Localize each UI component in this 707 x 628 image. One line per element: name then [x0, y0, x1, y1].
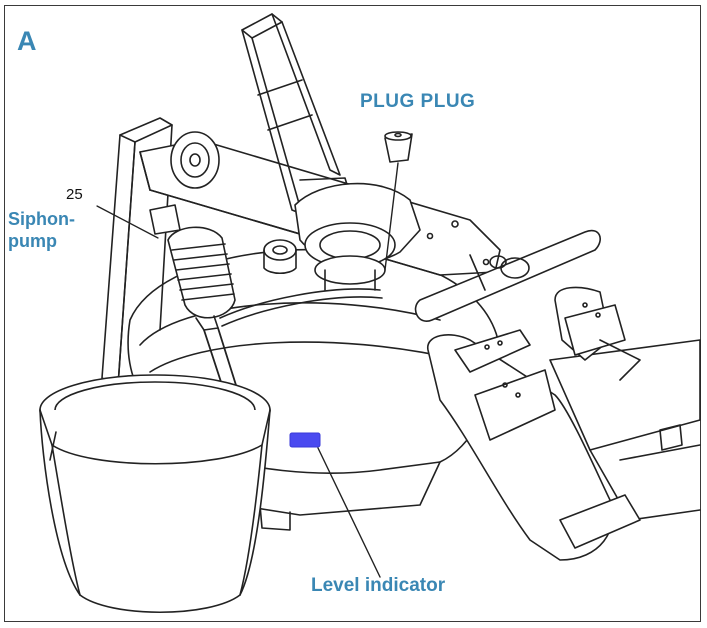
pulley-wheel [170, 131, 220, 189]
plug-leader-line [384, 162, 399, 271]
panel-letter: A [17, 26, 37, 56]
siphon-leader-line [96, 205, 159, 239]
siphon-label-line1: Siphon- [8, 209, 75, 229]
panel-frame [4, 5, 701, 622]
foot-rail [549, 339, 701, 521]
level-leader-line [317, 447, 381, 578]
siphon-label-line2: pump [8, 231, 57, 251]
footplate-left [427, 329, 641, 561]
rowing-handle [414, 229, 601, 322]
level-indicator-marker [289, 432, 321, 448]
part-number: 25 [66, 186, 83, 203]
level-indicator-label: Level indicator [311, 575, 446, 596]
footplate-right [554, 286, 641, 381]
plug [384, 131, 413, 163]
bucket [39, 374, 271, 614]
siphon-pump [149, 204, 383, 441]
plug-label: PLUG PLUG [360, 91, 476, 112]
siphon-pump-label: Siphon- pump [8, 208, 98, 252]
